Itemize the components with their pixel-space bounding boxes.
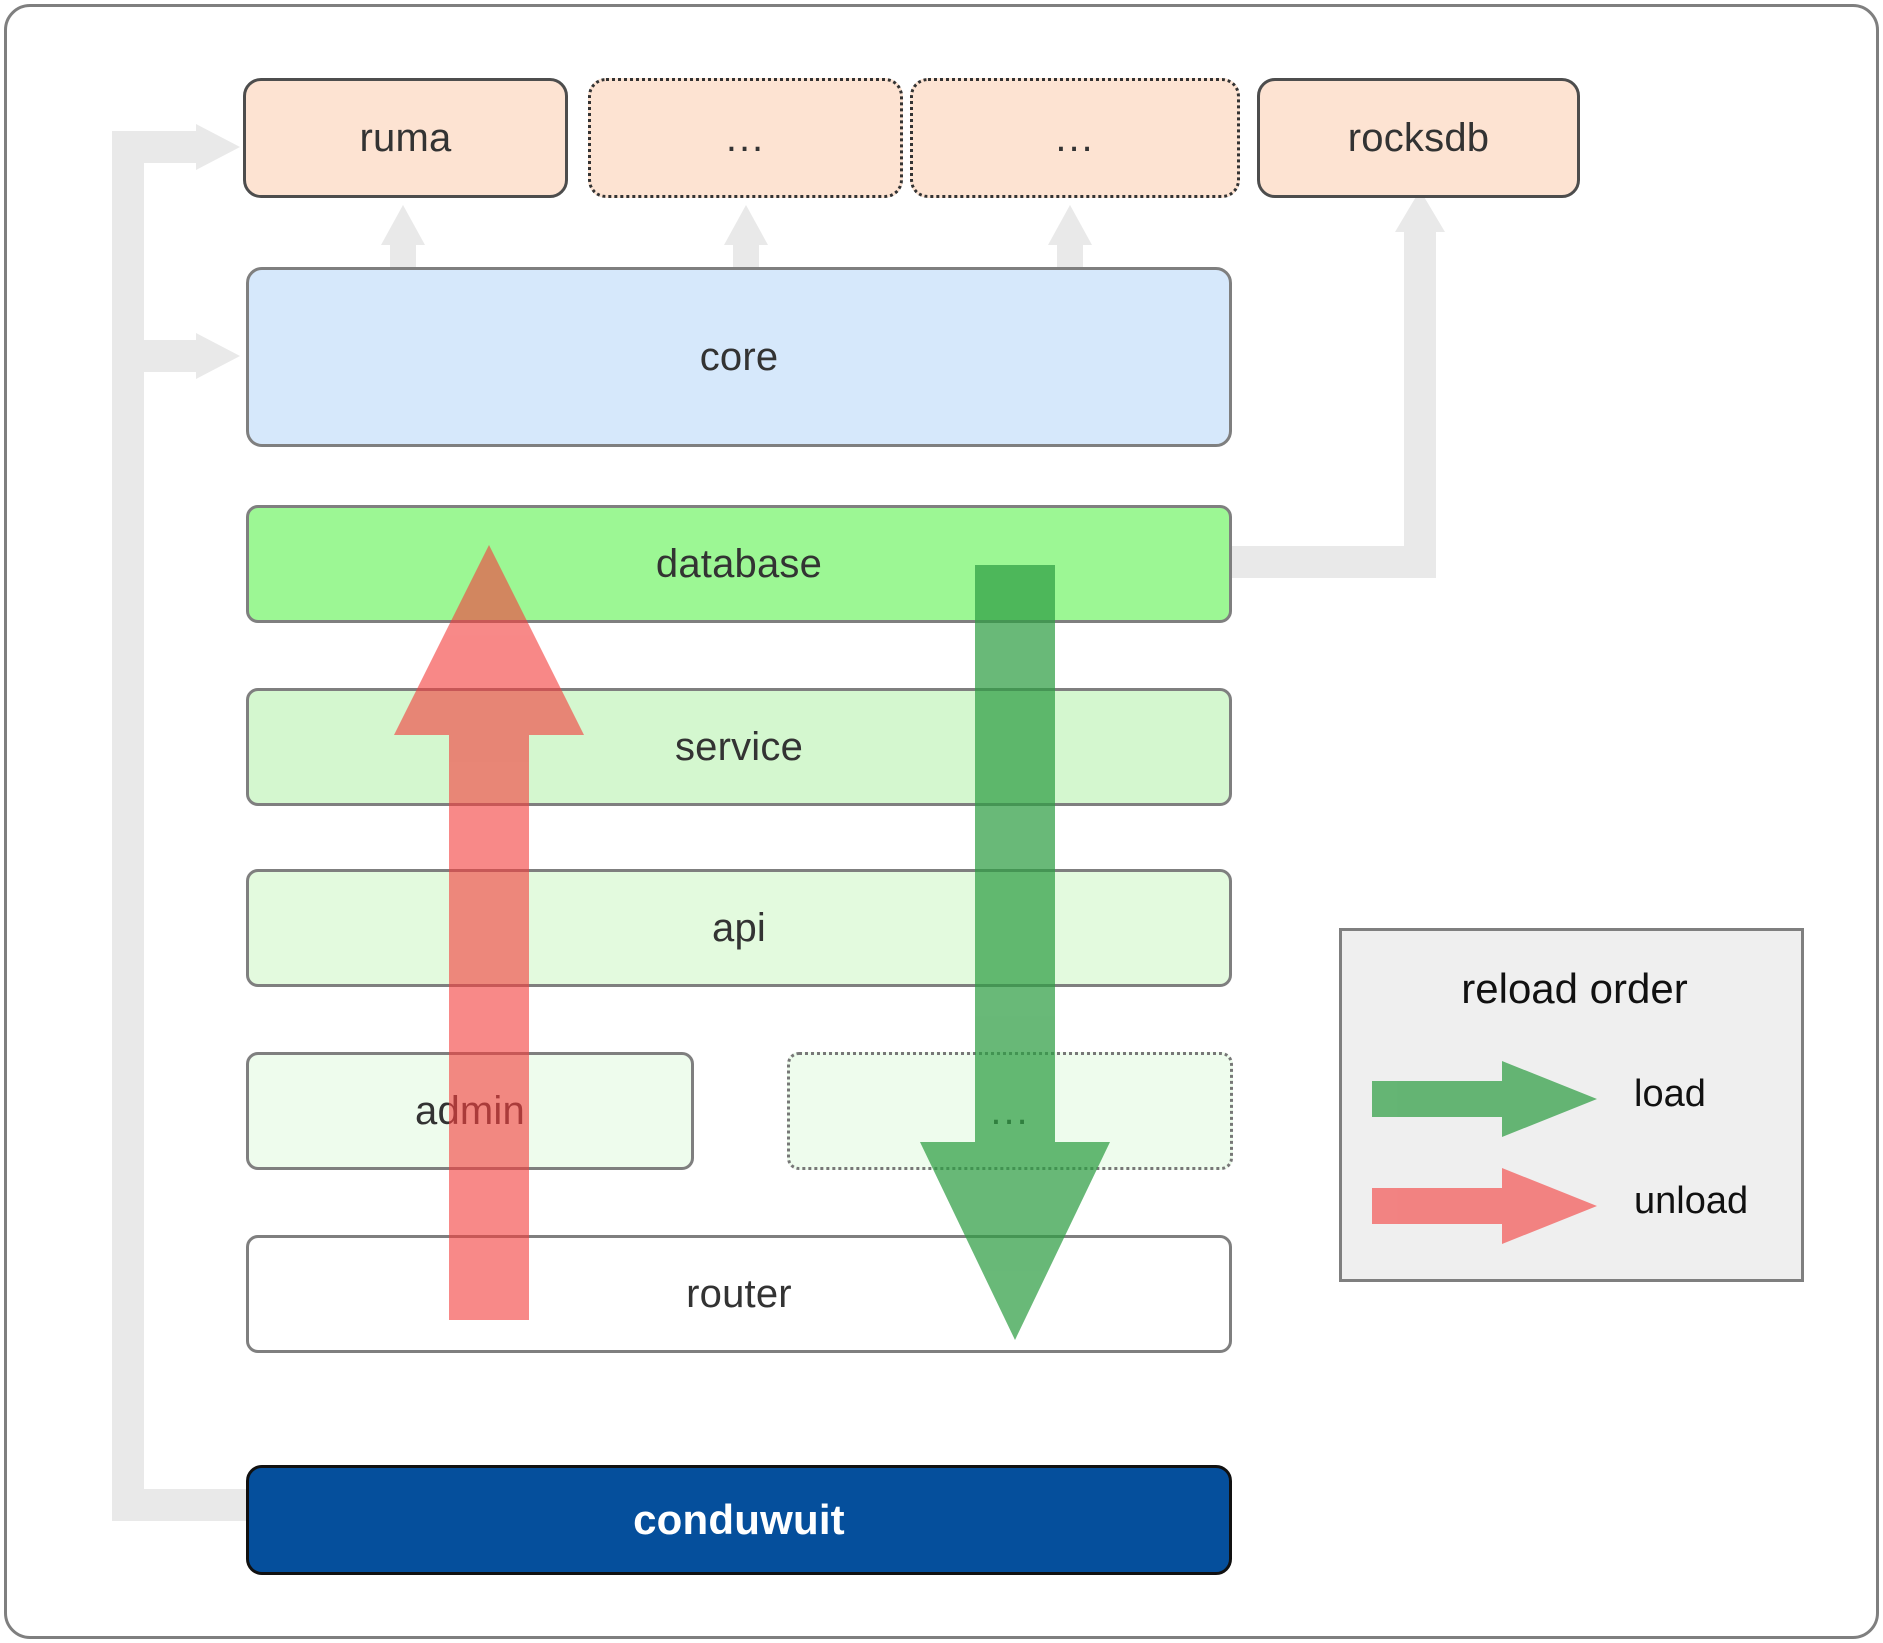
unload-legend-arrow-icon xyxy=(1372,1168,1597,1244)
layer-box-service[interactable]: service xyxy=(246,688,1232,806)
layer-box-database[interactable]: database xyxy=(246,505,1232,623)
legend-label-load: load xyxy=(1634,1073,1706,1115)
crate-label-rocksdb: rocksdb xyxy=(1347,115,1490,160)
crate-box-placeholder-2[interactable]: ... xyxy=(910,78,1240,198)
layer-label-database: database xyxy=(655,541,823,586)
layer-label-service: service xyxy=(674,724,804,769)
crate-box-placeholder-1[interactable]: ... xyxy=(588,78,903,198)
legend-label-unload: unload xyxy=(1634,1180,1749,1222)
layer-box-conduwuit[interactable]: conduwuit xyxy=(246,1465,1232,1575)
layer-box-placeholder[interactable]: ... xyxy=(787,1052,1233,1170)
legend-row-load: load xyxy=(1342,1059,1807,1139)
layer-label-core: core xyxy=(699,334,779,379)
layer-box-admin[interactable]: admin xyxy=(246,1052,694,1170)
legend-panel: reload order load unload xyxy=(1339,928,1804,1282)
layer-label-router: router xyxy=(686,1271,792,1316)
layer-box-router[interactable]: router xyxy=(246,1235,1232,1353)
diagram-frame xyxy=(4,4,1879,1639)
crate-box-rocksdb[interactable]: rocksdb xyxy=(1257,78,1580,198)
layer-label-conduwuit: conduwuit xyxy=(633,1496,845,1543)
layer-box-core[interactable]: core xyxy=(246,267,1232,447)
legend-row-unload: unload xyxy=(1342,1166,1807,1246)
layer-box-api[interactable]: api xyxy=(246,869,1232,987)
layer-label-admin: admin xyxy=(415,1088,525,1133)
layer-label-placeholder: ... xyxy=(990,1089,1030,1133)
crate-label-placeholder-1: ... xyxy=(725,116,766,160)
crate-label-placeholder-2: ... xyxy=(1055,116,1095,160)
legend-title: reload order xyxy=(1461,965,1688,1012)
crate-box-ruma[interactable]: ruma xyxy=(243,78,568,198)
crate-label-ruma: ruma xyxy=(359,115,452,160)
load-legend-arrow-icon xyxy=(1372,1061,1597,1137)
layer-label-api: api xyxy=(712,905,766,950)
